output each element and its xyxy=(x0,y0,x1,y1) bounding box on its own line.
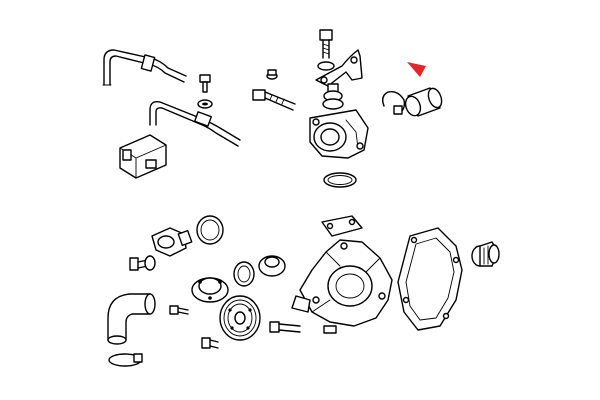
seal-ring xyxy=(233,261,255,287)
thermostat-housing xyxy=(309,109,369,159)
nipple-fitting xyxy=(144,255,156,271)
hub-flange xyxy=(191,277,229,303)
long-bolt xyxy=(252,89,296,111)
water-pump-housing xyxy=(291,239,393,327)
threaded-fitting xyxy=(471,241,500,267)
bolt-top-center xyxy=(317,29,335,71)
bolt-under-pulley xyxy=(201,337,219,349)
pump-gasket xyxy=(397,227,463,331)
red-pointer-marker xyxy=(407,62,426,77)
hose-clamp xyxy=(381,90,406,115)
coolant-outlet xyxy=(151,227,193,257)
o-ring-thermostat xyxy=(323,172,357,188)
pump-top-plate xyxy=(321,215,363,237)
temperature-sensor xyxy=(322,83,344,110)
water-pump-pulley xyxy=(219,295,261,341)
hose-sleeve xyxy=(404,87,443,117)
support-bracket xyxy=(315,49,363,87)
bolt-pump-left xyxy=(269,321,301,333)
metal-pipe-assembly xyxy=(102,49,187,86)
nut-small xyxy=(266,69,278,80)
hose-clamp-bottom xyxy=(108,353,143,367)
elbow-hose xyxy=(107,293,156,345)
connector-box xyxy=(119,134,167,179)
drain-plug xyxy=(323,325,337,334)
bearing-cup xyxy=(258,255,286,277)
bolt-small-top-left xyxy=(197,74,213,109)
pipe-with-bracket xyxy=(149,100,241,147)
bolt-pulley-small xyxy=(169,305,189,315)
gasket-round xyxy=(196,215,224,245)
